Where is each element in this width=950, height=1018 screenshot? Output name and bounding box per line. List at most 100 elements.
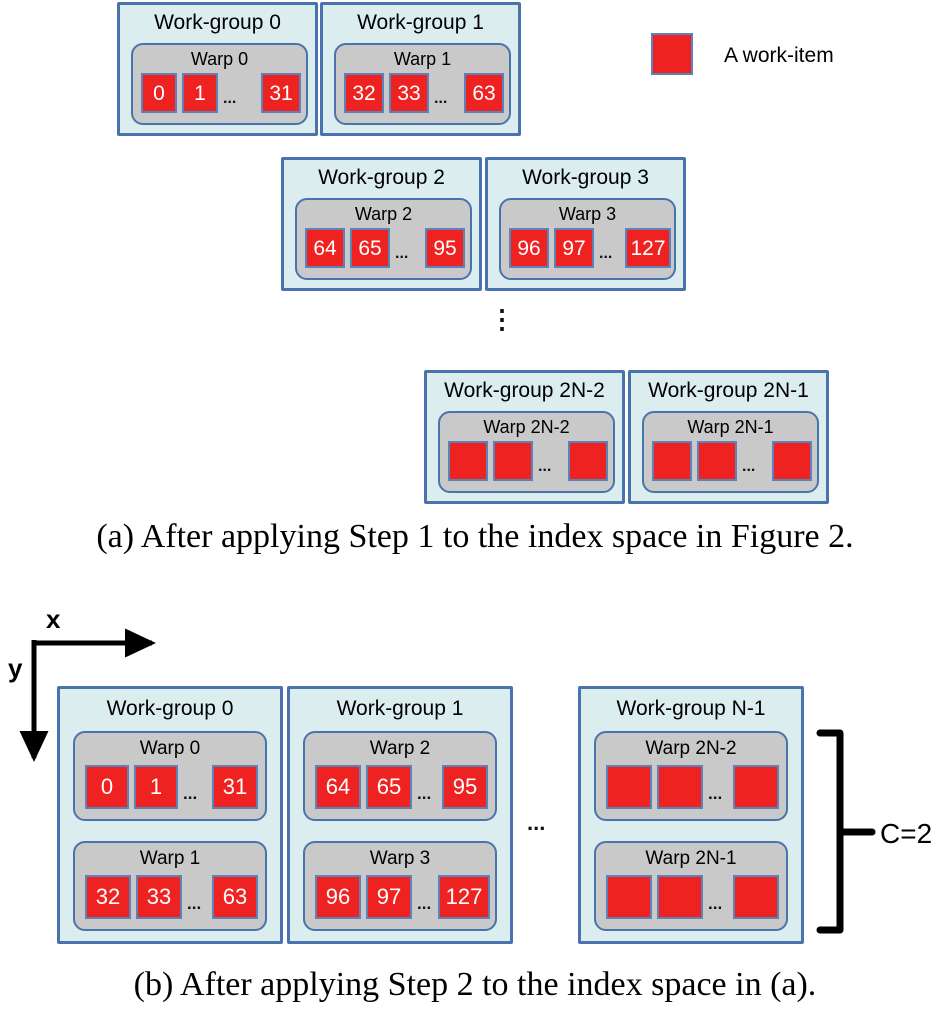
warp-title: Warp 2N-2: [483, 417, 570, 437]
warp-title: Warp 3: [558, 204, 617, 224]
warp-ellipsis-icon: ...: [742, 458, 756, 475]
warp-ellipsis-icon: ...: [223, 90, 237, 107]
work-item: 31: [261, 73, 301, 113]
work-group-title: Work-group 2N-2: [444, 379, 605, 402]
work-group-1-a: Work-group 1 Warp 1 32 33 ... 63: [320, 2, 521, 136]
warp-3-a: Warp 3 96 97 ... 127: [499, 198, 676, 280]
work-item: 64: [305, 228, 345, 268]
warp-ellipsis-icon: ...: [417, 784, 432, 803]
warp-ellipsis-icon: ...: [395, 245, 409, 262]
warp-2-b: Warp 2 64 65 ... 95: [303, 731, 497, 821]
warp-title: Warp 3: [369, 848, 431, 869]
work-group-2-a: Work-group 2 Warp 2 64 65 ... 95: [281, 157, 482, 291]
work-group-0-a: Work-group 0 Warp 0 0 1 ... 31: [117, 2, 318, 136]
warp-ellipsis-icon: ...: [434, 90, 448, 107]
work-group-title: Work-group 1: [336, 697, 464, 720]
work-item: [568, 441, 608, 481]
warp-title: Warp 2: [354, 204, 413, 224]
work-group-ellipsis-icon: ...: [527, 810, 546, 835]
warp-2n-2-b: Warp 2N-2 ...: [594, 731, 788, 821]
work-group-2n-1-a: Work-group 2N-1 Warp 2N-1 ...: [628, 370, 829, 504]
work-item: 32: [85, 875, 131, 919]
work-item: [606, 765, 652, 809]
work-group-2n-2-a: Work-group 2N-2 Warp 2N-2 ...: [424, 370, 625, 504]
work-item: 63: [212, 875, 258, 919]
work-item: [733, 765, 779, 809]
work-item: 127: [438, 875, 490, 919]
warp-2-a: Warp 2 64 65 ... 95: [295, 198, 472, 280]
work-item: 96: [315, 875, 361, 919]
work-item: 64: [315, 765, 361, 809]
warp-ellipsis-icon: ...: [187, 894, 202, 913]
warp-title: Warp 2N-1: [687, 417, 774, 437]
warp-title: Warp 2: [369, 738, 431, 759]
warp-ellipsis-icon: ...: [417, 894, 432, 913]
work-item: 96: [509, 228, 549, 268]
work-group-n-1-b: Work-group N-1 Warp 2N-2 ... Warp 2N-1 .…: [578, 686, 804, 944]
work-group-title: Work-group 0: [106, 697, 234, 720]
work-group-title: Work-group 2N-1: [648, 379, 809, 402]
work-group-title: Work-group 1: [357, 11, 484, 34]
work-group-title: Work-group N-1: [616, 697, 766, 720]
warp-1-a: Warp 1 32 33 ... 63: [334, 43, 511, 125]
warp-ellipsis-icon: ...: [708, 894, 723, 913]
work-item: 33: [389, 73, 429, 113]
vertical-ellipsis-icon: ⋮: [489, 304, 515, 334]
warp-title: Warp 2N-1: [645, 848, 737, 869]
work-item: 31: [212, 765, 258, 809]
work-item: 97: [554, 228, 594, 268]
work-item: 0: [141, 73, 177, 113]
work-item: [657, 875, 703, 919]
axis-label-y: y: [8, 653, 23, 683]
work-item: 97: [366, 875, 412, 919]
work-item: 127: [625, 228, 671, 268]
warp-2n-1-b: Warp 2N-1 ...: [594, 841, 788, 931]
work-item: [448, 441, 488, 481]
work-group-1-b: Work-group 1 Warp 2 64 65 ... 95 Warp 3 …: [287, 686, 513, 944]
work-item: [493, 441, 533, 481]
work-item: 65: [366, 765, 412, 809]
work-item: 33: [136, 875, 182, 919]
warp-title: Warp 1: [139, 848, 201, 869]
work-item: [652, 441, 692, 481]
warp-2n-1-a: Warp 2N-1 ...: [642, 411, 819, 493]
work-item: [733, 875, 779, 919]
warp-title: Warp 0: [190, 49, 249, 69]
work-group-3-a: Work-group 3 Warp 3 96 97 ... 127: [485, 157, 686, 291]
warp-title: Warp 0: [139, 738, 201, 759]
legend-swatch-work-item: [651, 33, 693, 75]
work-item: [657, 765, 703, 809]
warp-ellipsis-icon: ...: [599, 245, 613, 262]
work-item: 95: [425, 228, 465, 268]
caption-a: (a) After applying Step 1 to the index s…: [96, 518, 854, 555]
work-item: [772, 441, 812, 481]
warp-0-b: Warp 0 0 1 ... 31: [73, 731, 267, 821]
warp-3-b: Warp 3 96 97 ... 127: [303, 841, 497, 931]
warp-0-a: Warp 0 0 1 ... 31: [131, 43, 308, 125]
warp-ellipsis-icon: ...: [538, 458, 552, 475]
work-group-0-b: Work-group 0 Warp 0 0 1 ... 31 Warp 1 32…: [57, 686, 283, 944]
warp-ellipsis-icon: ...: [708, 784, 723, 803]
work-item: 0: [85, 765, 129, 809]
work-item: 1: [134, 765, 178, 809]
caption-b: (b) After applying Step 2 to the index s…: [133, 966, 817, 1003]
work-group-title: Work-group 0: [154, 11, 281, 34]
axis-label-x: x: [46, 604, 61, 634]
c-bracket: [816, 729, 844, 934]
warp-2n-2-a: Warp 2N-2 ...: [438, 411, 615, 493]
work-item: [606, 875, 652, 919]
legend-label: A work-item: [724, 44, 834, 67]
work-item: 32: [344, 73, 384, 113]
warp-1-b: Warp 1 32 33 ... 63: [73, 841, 267, 931]
work-item: [697, 441, 737, 481]
work-item: 95: [442, 765, 488, 809]
work-item: 63: [464, 73, 504, 113]
bracket-label-c: C=2: [880, 818, 933, 849]
work-group-title: Work-group 2: [318, 166, 445, 189]
warp-title: Warp 2N-2: [645, 738, 737, 759]
work-group-title: Work-group 3: [522, 166, 649, 189]
warp-ellipsis-icon: ...: [183, 784, 198, 803]
warp-title: Warp 1: [393, 49, 452, 69]
work-item: 65: [350, 228, 390, 268]
